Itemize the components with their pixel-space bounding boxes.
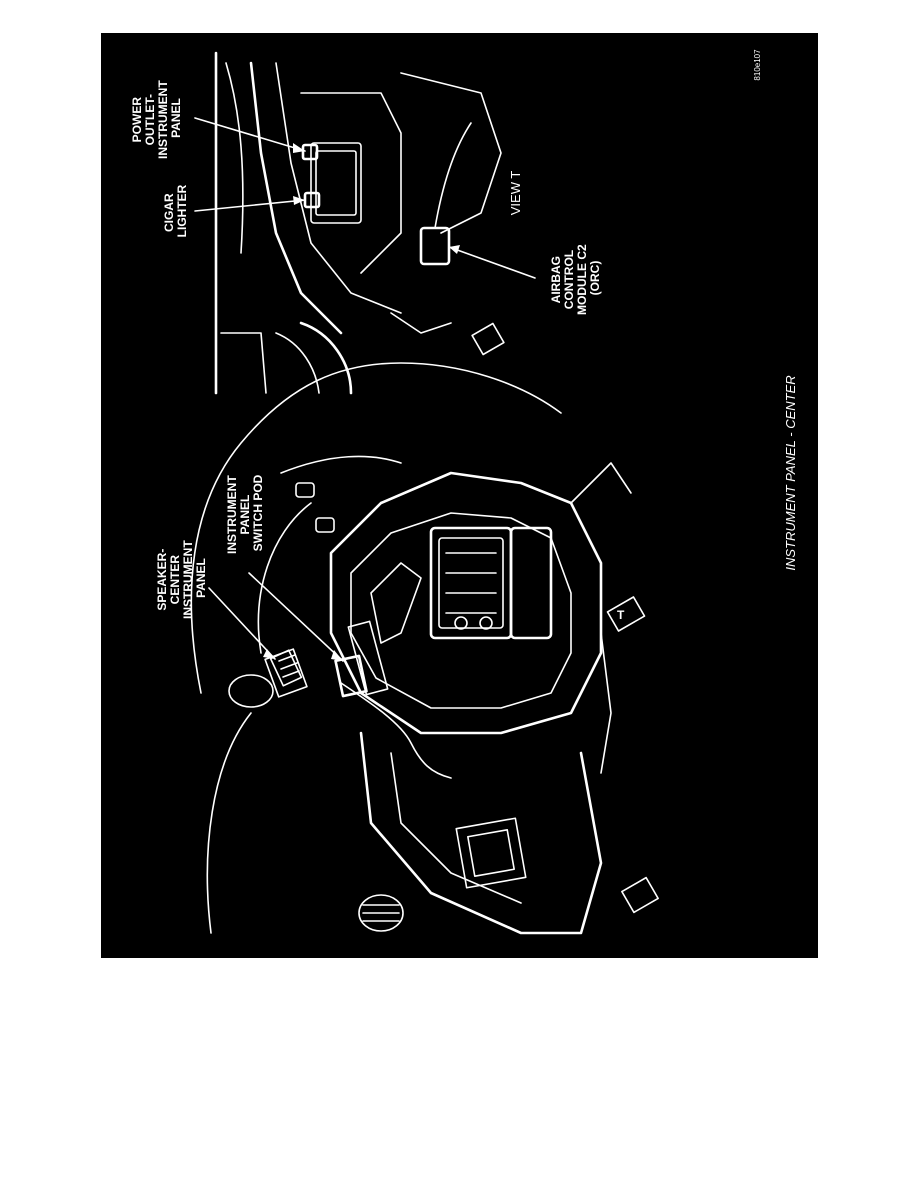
callout-switch-pod: INSTRUMENT PANEL SWITCH POD	[225, 472, 265, 554]
svg-text:CIGAR LIGHTER: CIGAR LIGHTER	[162, 184, 189, 237]
callout-airbag-module: AIRBAG CONTROL MODULE C2 (ORC)	[549, 241, 602, 315]
view-t-illustration	[214, 51, 505, 395]
svg-text:INSTRUMENT PANEL S: INSTRUMENT PANEL SWITCH POD	[225, 472, 265, 554]
callout-speaker: SPEAKER- CENTER INSTRUMENT PANEL	[155, 537, 208, 619]
arrow-marker-label: T	[617, 608, 625, 622]
callout-power-outlet: POWER OUTLET- INSTRUMENT PANEL	[130, 77, 183, 159]
arrow-marker-T: T	[606, 596, 646, 632]
svg-text:SPEAKER- CENTER IN: SPEAKER- CENTER INSTRUMENT PANEL	[155, 537, 208, 619]
figure-id: 810e107	[753, 49, 762, 81]
svg-text:VIEW T: VIEW T	[508, 171, 523, 216]
svg-text:POWER OUTLET- INST: POWER OUTLET- INSTRUMENT PANEL	[130, 77, 183, 159]
svg-text:INSTRUMENT PANEL - CENTER: INSTRUMENT PANEL - CENTER	[783, 375, 798, 570]
diagram-frame: T	[101, 33, 818, 958]
figure-caption: INSTRUMENT PANEL - CENTER	[783, 375, 798, 570]
instrument-panel-illustration: T	[190, 362, 659, 935]
callout-cigar-lighter: CIGAR LIGHTER	[162, 184, 189, 237]
callout-leaders	[194, 117, 536, 662]
wiring-diagram: T	[130, 49, 798, 935]
view-t-label: VIEW T	[508, 171, 523, 216]
svg-text:AIRBAG CONTROL MOD: AIRBAG CONTROL MODULE C2 (ORC)	[549, 241, 602, 315]
svg-text:810e107: 810e107	[753, 49, 762, 81]
